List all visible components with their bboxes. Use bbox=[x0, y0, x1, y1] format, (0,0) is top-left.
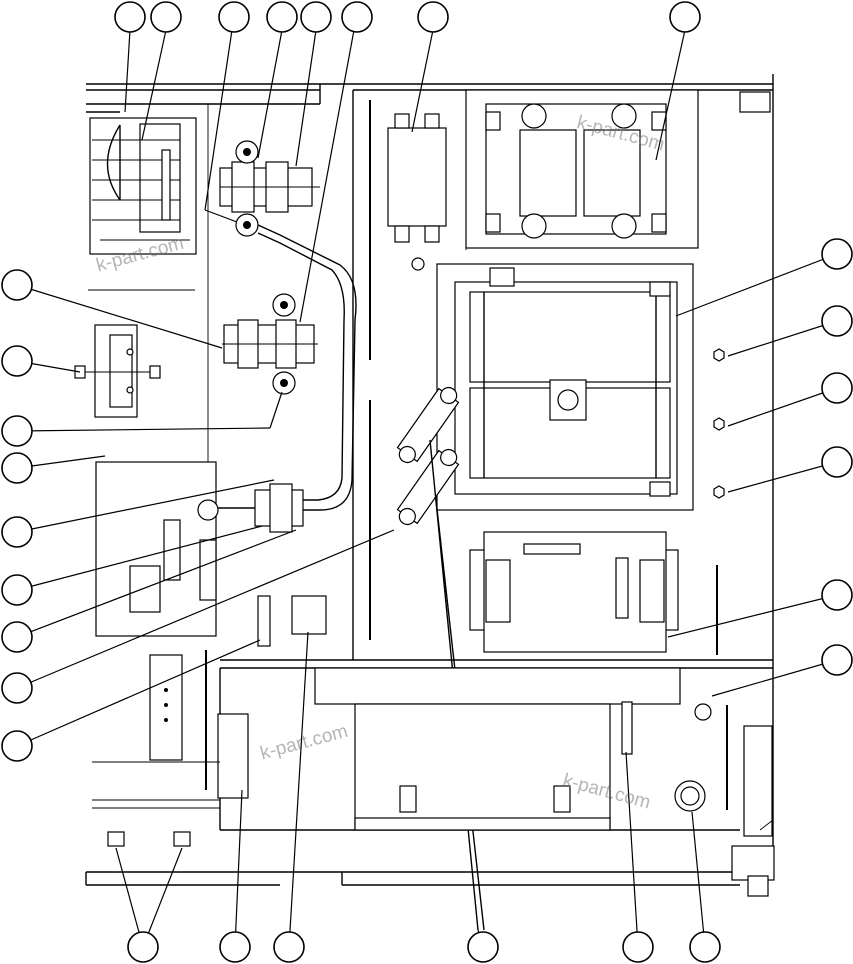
callout-bubble bbox=[821, 238, 853, 270]
callout-bubble bbox=[266, 1, 298, 33]
callout-bubble bbox=[821, 446, 853, 478]
top-left-relay-block bbox=[89, 117, 197, 255]
hex-nuts bbox=[713, 348, 725, 499]
fuse-block-upper bbox=[219, 140, 357, 511]
callout-bubble bbox=[219, 931, 251, 963]
callout-bubble bbox=[1, 269, 33, 301]
callout-bubble bbox=[1, 574, 33, 606]
lower-center-module bbox=[469, 531, 679, 653]
callout-bubble bbox=[150, 1, 182, 33]
callout-bubble bbox=[1, 452, 33, 484]
callout-bubble bbox=[689, 931, 721, 963]
callout-bubble bbox=[1, 730, 33, 762]
callout-bubble bbox=[114, 1, 146, 33]
callout-bubble bbox=[1, 621, 33, 653]
callout-bubble bbox=[467, 931, 499, 963]
callout-bubble bbox=[1, 345, 33, 377]
enclosure-frame bbox=[85, 74, 775, 897]
left-small-relay bbox=[74, 324, 161, 418]
callout-bubble bbox=[821, 305, 853, 337]
leader-lines bbox=[16, 29, 838, 948]
callout-bubble bbox=[821, 644, 853, 676]
center-contactor-frame bbox=[436, 263, 694, 511]
callout-bubble bbox=[1, 415, 33, 447]
left-pcb-area bbox=[92, 461, 304, 847]
callout-bubble bbox=[821, 372, 853, 404]
callout-bubble bbox=[1, 672, 33, 704]
callout-bubble bbox=[669, 1, 701, 33]
callout-bubble bbox=[1, 516, 33, 548]
bottom-plate bbox=[314, 667, 712, 831]
callout-bubble bbox=[821, 579, 853, 611]
top-right-transformer bbox=[465, 89, 699, 249]
top-resistor bbox=[387, 113, 447, 271]
callout-bubble bbox=[127, 931, 159, 963]
callout-bubble bbox=[273, 931, 305, 963]
callout-bubble bbox=[622, 931, 654, 963]
fuse-block-middle bbox=[222, 293, 318, 395]
callout-bubble bbox=[417, 1, 449, 33]
small-switches bbox=[257, 595, 327, 647]
callout-bubble bbox=[218, 1, 250, 33]
callout-bubble bbox=[300, 1, 332, 33]
callout-bubble bbox=[341, 1, 373, 33]
